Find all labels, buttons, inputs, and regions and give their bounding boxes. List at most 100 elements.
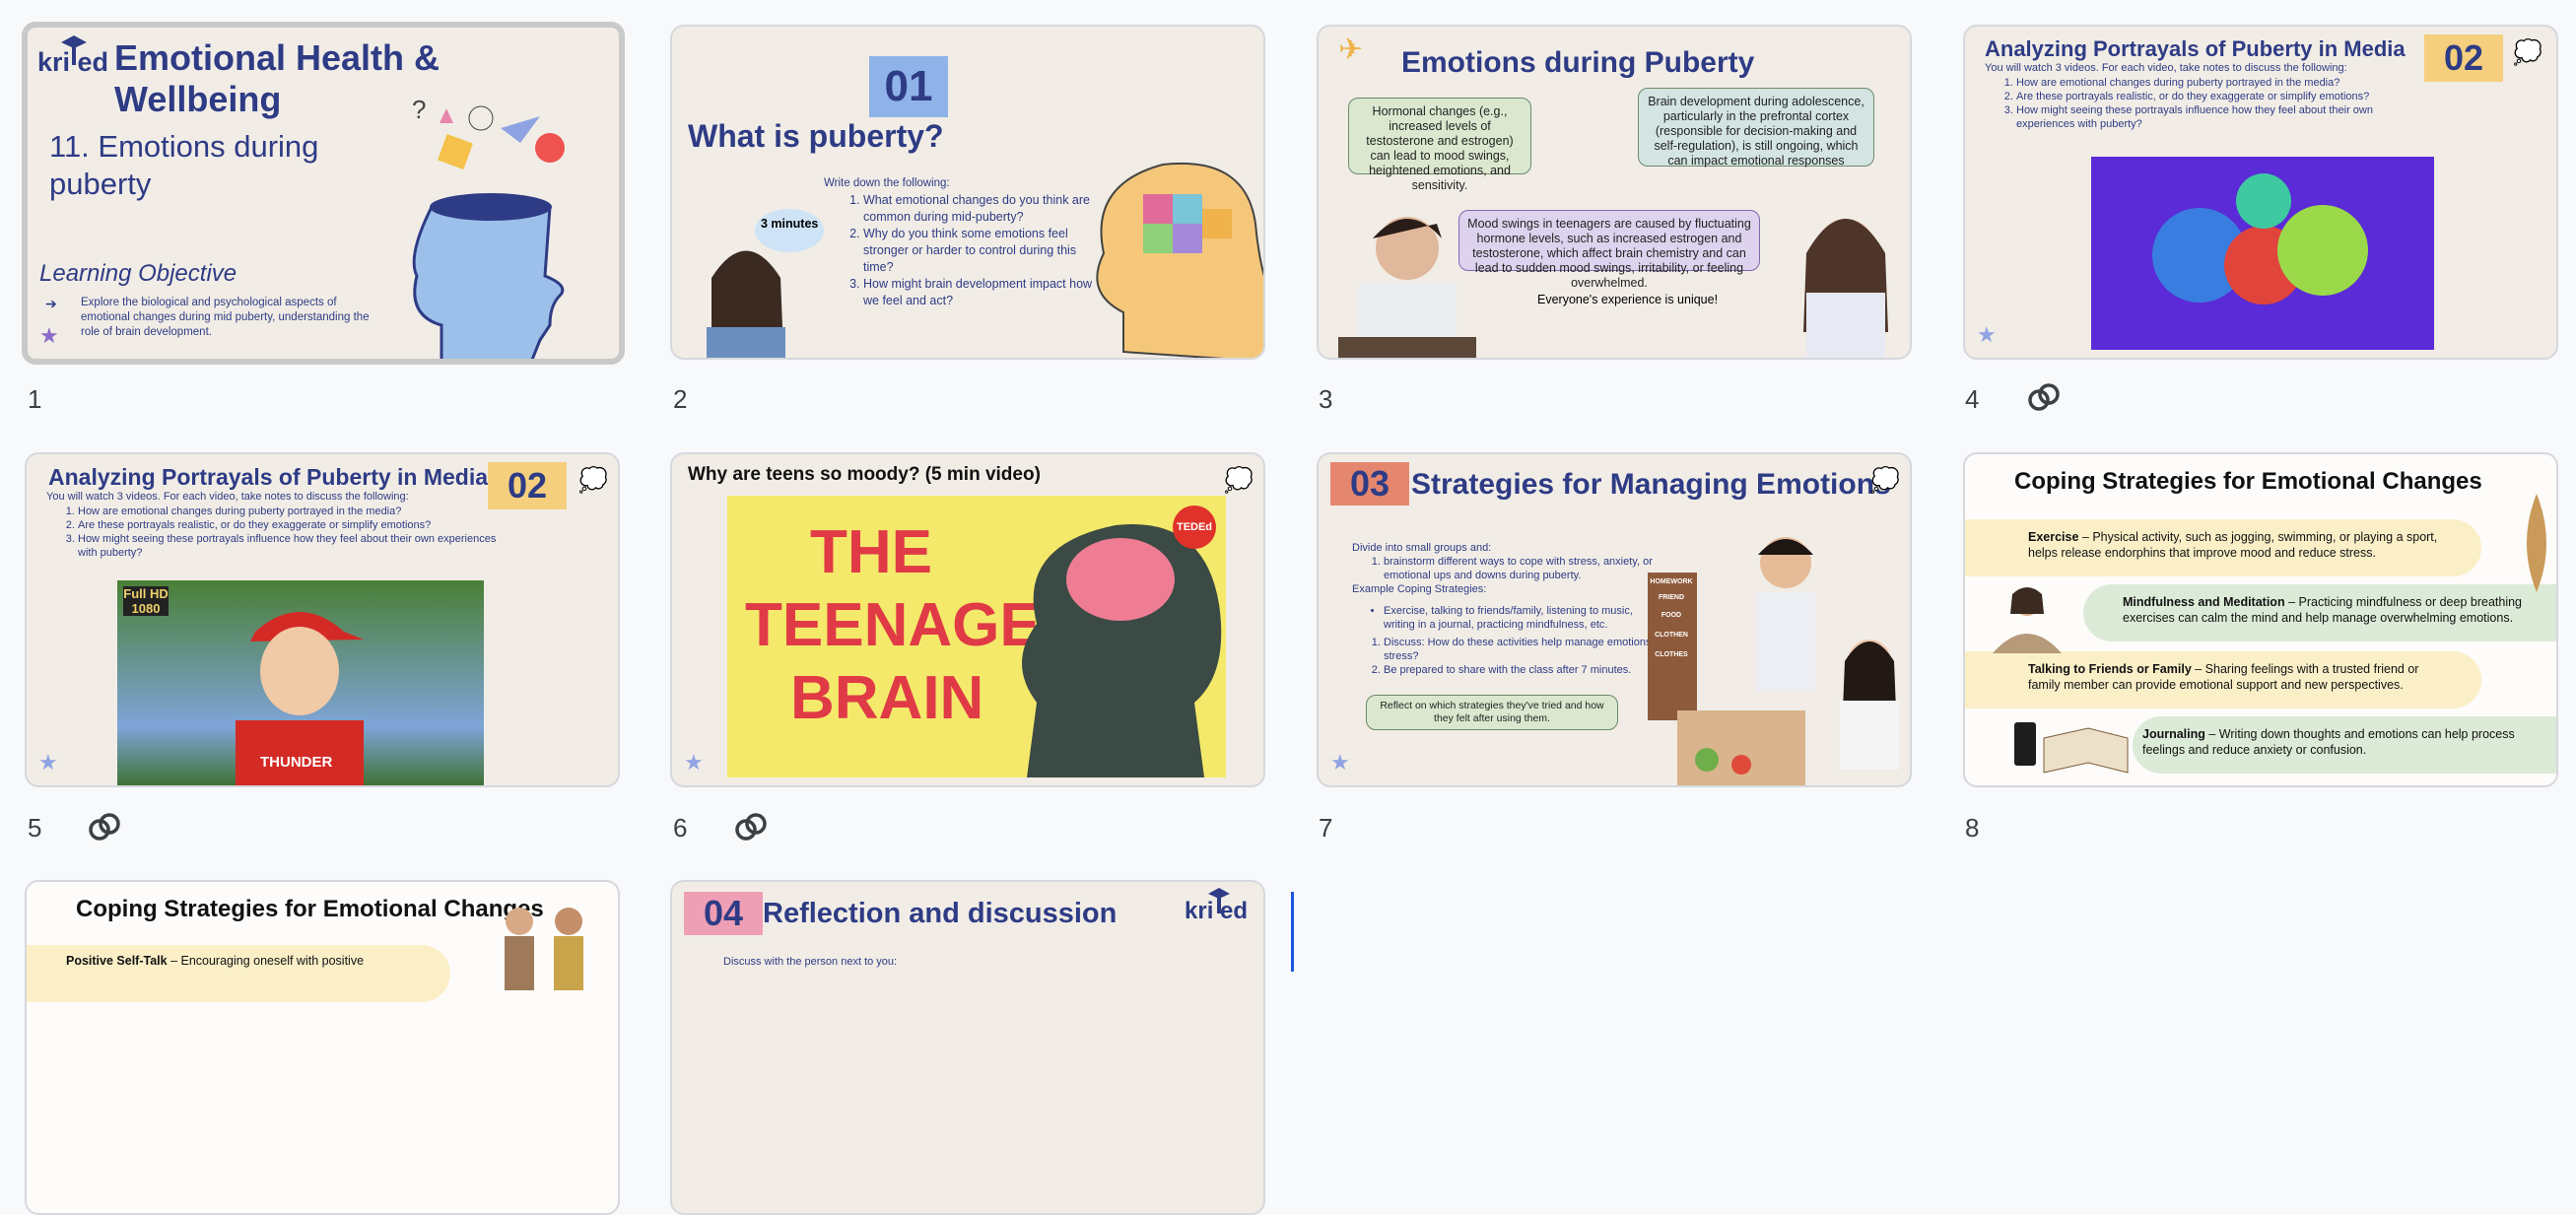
strategy-band-journaling	[2133, 716, 2556, 774]
list-item: brainstorm different ways to cope with s…	[1384, 555, 1669, 582]
list-item: What emotional changes do you think are …	[863, 192, 1100, 226]
list-item: How might brain development impact how w…	[863, 276, 1100, 309]
slide-thumbnail-3[interactable]: ✈ Emotions during Puberty Hormonal chang…	[1317, 25, 1912, 360]
slide-title: What is puberty?	[688, 118, 944, 154]
shirt-text: THUNDER	[260, 754, 333, 771]
slide-title: Reflection and discussion	[763, 898, 1118, 929]
timer-label: 3 minutes	[761, 217, 819, 231]
example-list: Exercise, talking to friends/family, lis…	[1364, 604, 1650, 632]
question-list: What emotional changes do you think are …	[844, 192, 1100, 309]
hd-label: Full HD 1080	[123, 586, 169, 616]
section-badge: 04	[684, 892, 763, 935]
brain-head-silhouette	[1022, 524, 1222, 777]
strategy-band-talking	[1965, 651, 2481, 709]
mood-box: Mood swings in teenagers are caused by f…	[1458, 210, 1760, 290]
strategy-self-talk: Positive Self-Talk – Encouraging oneself…	[66, 954, 365, 968]
teenage-brain-video-thumbnail[interactable]: THE TEENAGE BRAIN TEDEd	[727, 496, 1226, 777]
example-heading: Example Coping Strategies:	[1352, 583, 1487, 595]
list-item: Exercise, talking to friends/family, lis…	[1384, 604, 1650, 632]
slide-thumbnail-2[interactable]: 01 What is puberty? 3 minutes Write down…	[670, 25, 1265, 360]
list-item: How might seeing these portrayals influe…	[78, 532, 511, 560]
book-label-clothes: CLOTHES	[1655, 651, 1688, 658]
list-item: Are these portrayals realistic, or do th…	[2016, 90, 2420, 103]
head-puzzle-illustration: ?	[412, 99, 565, 359]
video-title-line-2: TEENAGE	[745, 591, 1041, 659]
slide-thumbnail-4[interactable]: Analyzing Portrayals of Puberty in Media…	[1963, 25, 2558, 360]
slide-thumbnail-7[interactable]: 03 Strategies for Managing Emotions 💭 Di…	[1317, 452, 1912, 787]
section-badge: 02	[2424, 34, 2503, 82]
list-item: Are these portrayals realistic, or do th…	[78, 518, 511, 532]
timer-cloud	[755, 209, 824, 252]
slide-number: 8	[1965, 813, 1980, 843]
high-five-image	[505, 908, 583, 990]
slide-title: Why are teens so moody? (5 min video)	[688, 464, 1041, 485]
book-label-food: FOOD	[1661, 612, 1682, 619]
slide-title: Coping Strategies for Emotional Changes	[2014, 468, 2482, 495]
objective-text: Explore the biological and psychological…	[81, 297, 370, 338]
svg-text:?: ?	[412, 99, 426, 124]
graduation-cap-icon	[1208, 888, 1230, 913]
arrow-icon: ➔	[45, 296, 57, 311]
star-icon: ★	[1330, 750, 1350, 775]
strategy-exercise: Exercise – Physical activity, such as jo…	[2028, 530, 2438, 560]
slide-thumbnail-1[interactable]: kri ed Emotional Health & Wellbeing 11. …	[22, 22, 625, 365]
list-item: How might seeing these portrayals influe…	[2016, 103, 2420, 131]
worried-girl-image	[1803, 219, 1888, 358]
book-label-clothen: CLOTHEN	[1655, 632, 1688, 639]
slide-number: 6	[673, 813, 688, 843]
thinking-girl-image	[707, 250, 785, 358]
baseball-video-thumbnail[interactable]: Full HD 1080 THUNDER	[117, 580, 484, 785]
inside-out-video-thumbnail[interactable]	[2091, 157, 2434, 350]
slide-title: Coping Strategies for Emotional Changes	[76, 896, 544, 922]
objective-heading: Learning Objective	[39, 260, 237, 287]
meditating-woman-image	[1993, 587, 2062, 653]
juggling-student-illustration	[1648, 537, 1899, 785]
slide-thumbnail-5[interactable]: Analyzing Portrayals of Puberty in Media…	[25, 452, 620, 787]
link-icon[interactable]	[731, 808, 771, 847]
slide-thumbnail-8[interactable]: Coping Strategies for Emotional Changes …	[1963, 452, 2558, 787]
task-list: brainstorm different ways to cope with s…	[1364, 555, 1669, 582]
instruction-intro: You will watch 3 videos. For each video,…	[46, 491, 409, 503]
video-title-line-3: BRAIN	[790, 664, 984, 732]
link-icon[interactable]	[85, 808, 124, 847]
reflect-box: Reflect on which strategies they've trie…	[1366, 695, 1618, 730]
thought-cloud-icon: 💭	[1870, 467, 1900, 494]
book-label-friend: FRIEND	[1658, 594, 1685, 601]
question-list: How are emotional changes during puberty…	[58, 505, 511, 560]
note-text: Everyone's experience is unique!	[1537, 293, 1719, 306]
slide-number: 2	[673, 384, 688, 414]
video-title-line-1: THE	[810, 518, 932, 586]
book-label-homework: HOMEWORK	[1650, 578, 1693, 585]
section-badge: 01	[869, 56, 948, 117]
slide-number: 7	[1319, 813, 1333, 843]
strategy-mindfulness: Mindfulness and Meditation – Practicing …	[2123, 595, 2523, 625]
slide-thumbnail-6[interactable]: Why are teens so moody? (5 min video) 💭 …	[670, 452, 1265, 787]
link-icon[interactable]	[2024, 378, 2064, 418]
thought-cloud-icon: 💭	[1224, 467, 1254, 494]
list-item: Why do you think some emotions feel stro…	[863, 226, 1100, 276]
ted-ed-logo: TEDEd	[1173, 506, 1216, 549]
slide-number: 3	[1319, 384, 1333, 414]
graduation-cap-icon	[61, 35, 87, 65]
section-badge: 03	[1330, 462, 1409, 506]
section-badge: 02	[488, 462, 567, 509]
slide-title: Strategies for Managing Emotions	[1411, 468, 1891, 501]
strategy-journaling: Journaling – Writing down thoughts and e…	[2142, 727, 2515, 757]
instruction-intro: Write down the following:	[824, 177, 950, 189]
slide-number: 1	[28, 384, 42, 414]
instruction-intro: You will watch 3 videos. For each video,…	[1985, 62, 2347, 74]
slide-subtitle: 11. Emotions during puberty	[49, 129, 319, 201]
strategy-band-mindfulness	[2083, 584, 2556, 641]
slide-title: Analyzing Portrayals of Puberty in Media	[1985, 36, 2406, 61]
list-item: How are emotional changes during puberty…	[78, 505, 511, 518]
slide-thumbnail-10[interactable]: 04 Reflection and discussion kri ed Disc…	[670, 880, 1265, 1215]
thought-cloud-icon: 💭	[578, 467, 608, 494]
list-item: How are emotional changes during puberty…	[2016, 76, 2420, 90]
thought-cloud-icon: 💭	[2513, 39, 2542, 66]
puzzle-head-image	[1096, 162, 1263, 358]
slide-title: Emotional Health & Wellbeing	[114, 37, 441, 119]
boy-in-cap-image	[236, 612, 364, 785]
hormonal-box: Hormonal changes (e.g., increased levels…	[1348, 98, 1531, 192]
stressed-boy-image	[1338, 217, 1476, 358]
slide-thumbnail-9[interactable]: Coping Strategies for Emotional Changes …	[25, 880, 620, 1215]
